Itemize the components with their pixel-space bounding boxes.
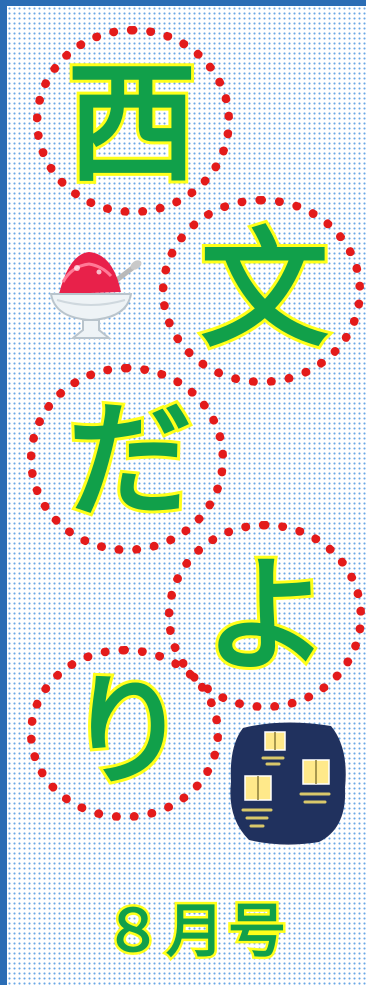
title-bubble-3	[27, 364, 227, 554]
issue-label: ８月号	[101, 895, 290, 968]
title-char-4: よ	[202, 543, 333, 689]
title-char-5: り	[65, 663, 191, 802]
title-bubble-4	[165, 521, 365, 711]
title-bubble-1	[33, 26, 233, 216]
title-char-2: 文	[197, 216, 331, 365]
title-bubble-2	[159, 196, 364, 386]
title-char-3: だ	[65, 388, 196, 534]
title-char-1: 西	[64, 48, 200, 200]
lit-windows-house-icon	[230, 722, 346, 845]
shaved-ice-icon	[49, 252, 142, 339]
title-bubble-5	[27, 646, 222, 821]
